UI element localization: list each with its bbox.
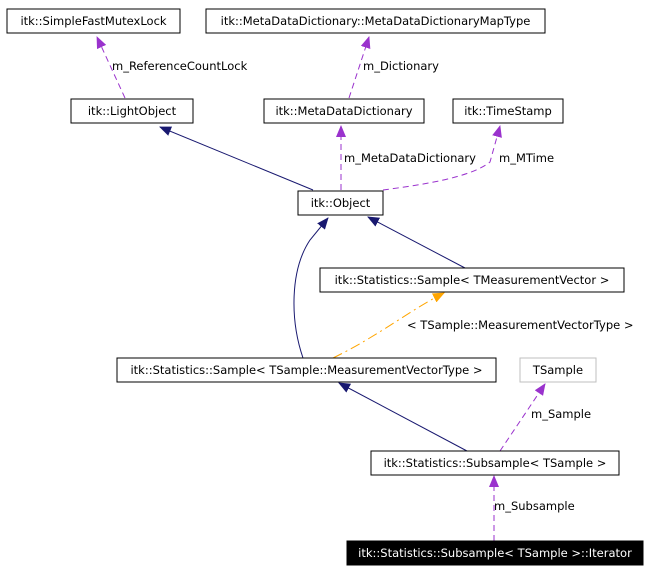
svg-text:itk::Statistics::Subsample< TS: itk::Statistics::Subsample< TSample > [384,456,607,470]
edge-label-m-subsample: m_Subsample [494,499,575,513]
edge-label-m-reference-count-lock: m_ReferenceCountLock [112,59,248,73]
svg-text:itk::Statistics::Subsample< TS: itk::Statistics::Subsample< TSample >::I… [358,546,632,560]
svg-text:itk::MetaDataDictionary::MetaD: itk::MetaDataDictionary::MetaDataDiction… [221,14,531,28]
node-sample-tsample-mvt[interactable]: itk::Statistics::Sample< TSample::Measur… [116,357,497,383]
svg-text:itk::LightObject: itk::LightObject [88,104,177,118]
edge-label-template-arg: < TSample::MeasurementVectorType > [407,318,634,332]
node-meta-data-dictionary[interactable]: itk::MetaDataDictionary [263,98,425,124]
svg-text:itk::Statistics::Sample< TMeas: itk::Statistics::Sample< TMeasurementVec… [335,273,610,287]
edge-label-m-mtime: m_MTime [499,151,554,165]
node-object[interactable]: itk::Object [297,190,384,216]
edge-dictionary: m_Dictionary [348,36,439,99]
svg-text:TSample: TSample [532,363,583,377]
node-meta-data-dictionary-map-type[interactable]: itk::MetaDataDictionary::MetaDataDiction… [205,8,546,34]
edge-object-inherits-lightobject [159,126,314,191]
node-iterator[interactable]: itk::Statistics::Subsample< TSample >::I… [346,540,644,566]
svg-text:itk::Statistics::Sample< TSamp: itk::Statistics::Sample< TSample::Measur… [130,363,482,377]
node-subsample[interactable]: itk::Statistics::Subsample< TSample > [370,450,620,476]
edge-template-instance: < TSample::MeasurementVectorType > [332,292,634,359]
edge-label-m-meta-data-dictionary: m_MetaDataDictionary [344,151,476,165]
svg-text:itk::Object: itk::Object [311,196,371,210]
node-simple-fast-mutex-lock[interactable]: itk::SimpleFastMutexLock [6,8,181,34]
node-tsample[interactable]: TSample [519,357,597,383]
svg-text:itk::TimeStamp: itk::TimeStamp [464,104,552,118]
edge-subsample-inherits-sample [338,382,468,452]
edge-sample-mvt-inherits-object [293,217,329,359]
edge-label-m-sample: m_Sample [531,407,591,421]
svg-text:itk::MetaDataDictionary: itk::MetaDataDictionary [275,104,412,118]
node-light-object[interactable]: itk::LightObject [70,98,194,124]
node-sample-tmeasurement-vector[interactable]: itk::Statistics::Sample< TMeasurementVec… [319,267,625,293]
edge-mtime: m_MTime [382,125,554,191]
edge-sample-tmv-inherits-object [367,216,466,269]
edge-meta-data-dictionary: m_MetaDataDictionary [336,125,476,190]
edge-sample: m_Sample [499,383,591,452]
edge-subsample: m_Subsample [489,475,575,541]
svg-text:itk::SimpleFastMutexLock: itk::SimpleFastMutexLock [20,14,166,28]
edge-reference-count-lock: m_ReferenceCountLock [96,36,248,99]
node-time-stamp[interactable]: itk::TimeStamp [452,98,564,124]
edge-label-m-dictionary: m_Dictionary [363,59,439,73]
